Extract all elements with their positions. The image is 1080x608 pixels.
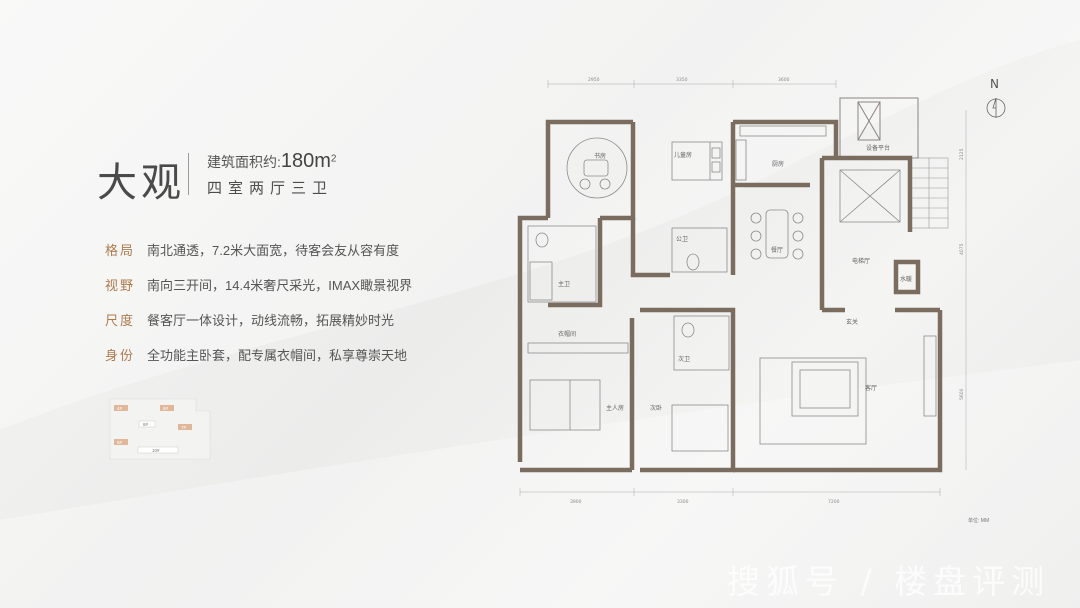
fixtures [527, 125, 937, 452]
dim-bottom: 3300 [677, 499, 689, 505]
page-title: 大观 [97, 160, 185, 206]
site-label: 10# [152, 448, 160, 453]
equipment-platform [839, 97, 919, 159]
room-label: 餐厅 [771, 246, 783, 254]
room-label: 厨房 [772, 160, 784, 168]
building-7 [178, 424, 192, 430]
dim-bottom: 3900 [570, 499, 582, 505]
walls [517, 119, 943, 473]
building-9 [114, 439, 128, 445]
room-label: 儿童房 [674, 151, 692, 159]
title-divider [188, 153, 189, 195]
site-map: 4# 6# 8# 7# 9# 10# [109, 398, 211, 460]
dim-right: 5600 [959, 388, 965, 400]
feature-value: 全功能主卧套，配专属衣帽间，私享尊崇天地 [147, 348, 408, 363]
room-label: 衣帽间 [558, 330, 576, 338]
feature-value: 餐客厅一体设计，动线流畅，拓展精妙时光 [147, 313, 395, 328]
site-label: 8# [143, 422, 149, 427]
layout-text: 四室两厅三卫 [207, 180, 334, 197]
room-label: 次卧 [650, 404, 662, 412]
feature-list: 格局 南北通透，7.2米大面宽，待客会友从容有度 视野 南向三开间，14.4米奢… [105, 240, 412, 380]
watermark: 搜狐号 / 楼盘评测 [727, 562, 1051, 601]
site-label: 7# [181, 425, 187, 430]
feature-item: 身份 全功能主卧套，配专属衣帽间，私享尊崇天地 [105, 345, 412, 380]
room-label: 水暖 [900, 275, 912, 283]
feature-key: 身份 [105, 348, 136, 363]
building-8 [138, 420, 156, 428]
site-label: 9# [117, 440, 123, 445]
building-10 [137, 446, 179, 454]
area-unit-sup: 2 [330, 153, 337, 165]
dim-top: 3350 [676, 77, 688, 83]
room-label: 主卫 [558, 280, 570, 288]
dim-bottom: 7200 [828, 499, 840, 505]
room-label: 次卫 [678, 355, 690, 363]
building-6 [160, 405, 174, 411]
room-label: 公卫 [676, 236, 688, 243]
feature-key: 尺度 [105, 313, 136, 328]
dim-top: 3600 [778, 77, 790, 83]
room-label: 主人房 [606, 404, 624, 412]
feature-item: 尺度 餐客厅一体设计，动线流畅，拓展精妙时光 [105, 310, 412, 345]
room-label: 设备平台 [866, 144, 890, 152]
feature-value: 南北通透，7.2米大面宽，待客会友从容有度 [147, 243, 400, 258]
room-label: 玄关 [846, 318, 858, 326]
feature-key: 格局 [105, 243, 136, 258]
room-label: 书房 [594, 152, 606, 160]
dim-right: 2125 [959, 148, 965, 160]
area-value: 180m [280, 150, 331, 172]
unit-note: 单位: MM [968, 518, 990, 524]
feature-key: 视野 [105, 278, 136, 293]
dim-top: 2950 [588, 77, 600, 83]
dim-right: 4075 [959, 243, 965, 255]
area-label: 建筑面积约: [207, 154, 281, 170]
area-info: 建筑面积约:180m2 [207, 150, 336, 173]
room-label: 电梯厅 [852, 257, 870, 265]
dimension-lines [519, 80, 967, 496]
floor-plan: 2950 3350 3600 3900 3300 7200 3950 3100 … [517, 77, 967, 505]
feature-value: 南向三开间，14.4米奢尺采光，IMAX瞰景视界 [147, 278, 413, 293]
site-label: 4# [117, 406, 123, 411]
feature-item: 视野 南向三开间，14.4米奢尺采光，IMAX瞰景视界 [105, 275, 412, 310]
north-arrow: N [986, 77, 1006, 118]
north-label: N [990, 77, 999, 91]
site-label: 6# [163, 406, 169, 411]
building-4 [114, 405, 128, 411]
room-label: 客厅 [865, 384, 877, 392]
stairs [909, 157, 949, 229]
feature-item: 格局 南北通透，7.2米大面宽，待客会友从容有度 [105, 240, 412, 275]
